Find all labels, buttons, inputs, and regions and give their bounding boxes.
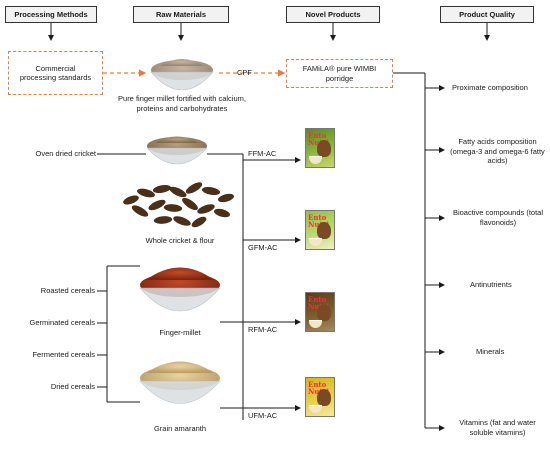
quality-vitamins: Vitamins (fat and water soluble vitamins… [459,418,536,437]
package-child-image [317,389,331,406]
product-package-rfm-ac: Ento Nutri [305,292,335,332]
quality-fatty-acids: Fatty acids composition (omega-3 and ome… [450,137,545,165]
whole-crickets-image [123,182,234,228]
oven-cricket-label: Oven dried cricket [35,149,96,158]
quality-minerals: Minerals [476,347,505,356]
famila-porridge-label: FAMiLA® pure WIMBI porridge [302,64,377,83]
package-child-image [317,304,331,321]
package-child-image [317,140,331,157]
famila-porridge-box: FAMiLA® pure WIMBI porridge [286,59,393,88]
header-processing-methods: Processing Methods [5,6,97,23]
code-ufm-ac: UFM-AC [248,411,278,420]
whole-cricket-label: Whole cricket & flour [145,236,215,245]
product-package-ffm-ac: Ento Nutri [305,128,335,168]
dried-cereals-label: Dried cereals [50,382,95,391]
product-package-gfm-ac: Ento Nutri [305,210,335,250]
header-novel-products: Novel Products [286,6,380,23]
processing-bracket [97,265,140,403]
germinated-cereals-label: Germinated cereals [29,318,95,327]
product-package-ufm-ac: Ento Nutri [305,377,335,417]
commercial-processing-box: Commercial processing standards [8,51,103,95]
roasted-cereals-label: Roasted cereals [40,286,95,295]
finger-millet-label: Finger-millet [159,328,201,337]
package-bowl-image [309,238,322,246]
grain-amaranth-bowl-image [139,361,221,404]
package-child-image [317,222,331,239]
grain-amaranth-label: Grain amaranth [153,424,207,433]
package-bowl-image [309,405,322,413]
package-bowl-image [309,156,322,164]
quality-bracket [393,72,445,431]
product-bracket [97,153,301,420]
header-arrows [48,23,490,41]
finger-millet-bowl-image [139,267,221,312]
fermented-cereals-label: Fermented cereals [32,350,95,359]
code-ffm-ac: FFM-AC [248,149,277,158]
header-raw-materials: Raw Materials [133,6,229,23]
header-product-quality: Product Quality [440,6,534,23]
cpf-label: CPF [237,68,252,77]
quality-antinutrients: Antinutrients [470,280,512,289]
quality-proximate: Proximate composition [452,83,528,92]
code-gfm-ac: GFM-AC [248,243,278,252]
commercial-processing-label: Commercial processing standards [19,63,92,83]
code-rfm-ac: RFM-AC [248,325,278,334]
package-bowl-image [309,320,322,328]
pure-millet-bowl-image [150,59,214,91]
cricket-flour-bowl-image [146,136,208,165]
pure-millet-label: Pure finger millet fortified with calciu… [118,94,246,113]
quality-bioactive: Bioactive compounds (total flavonoids) [452,208,544,227]
